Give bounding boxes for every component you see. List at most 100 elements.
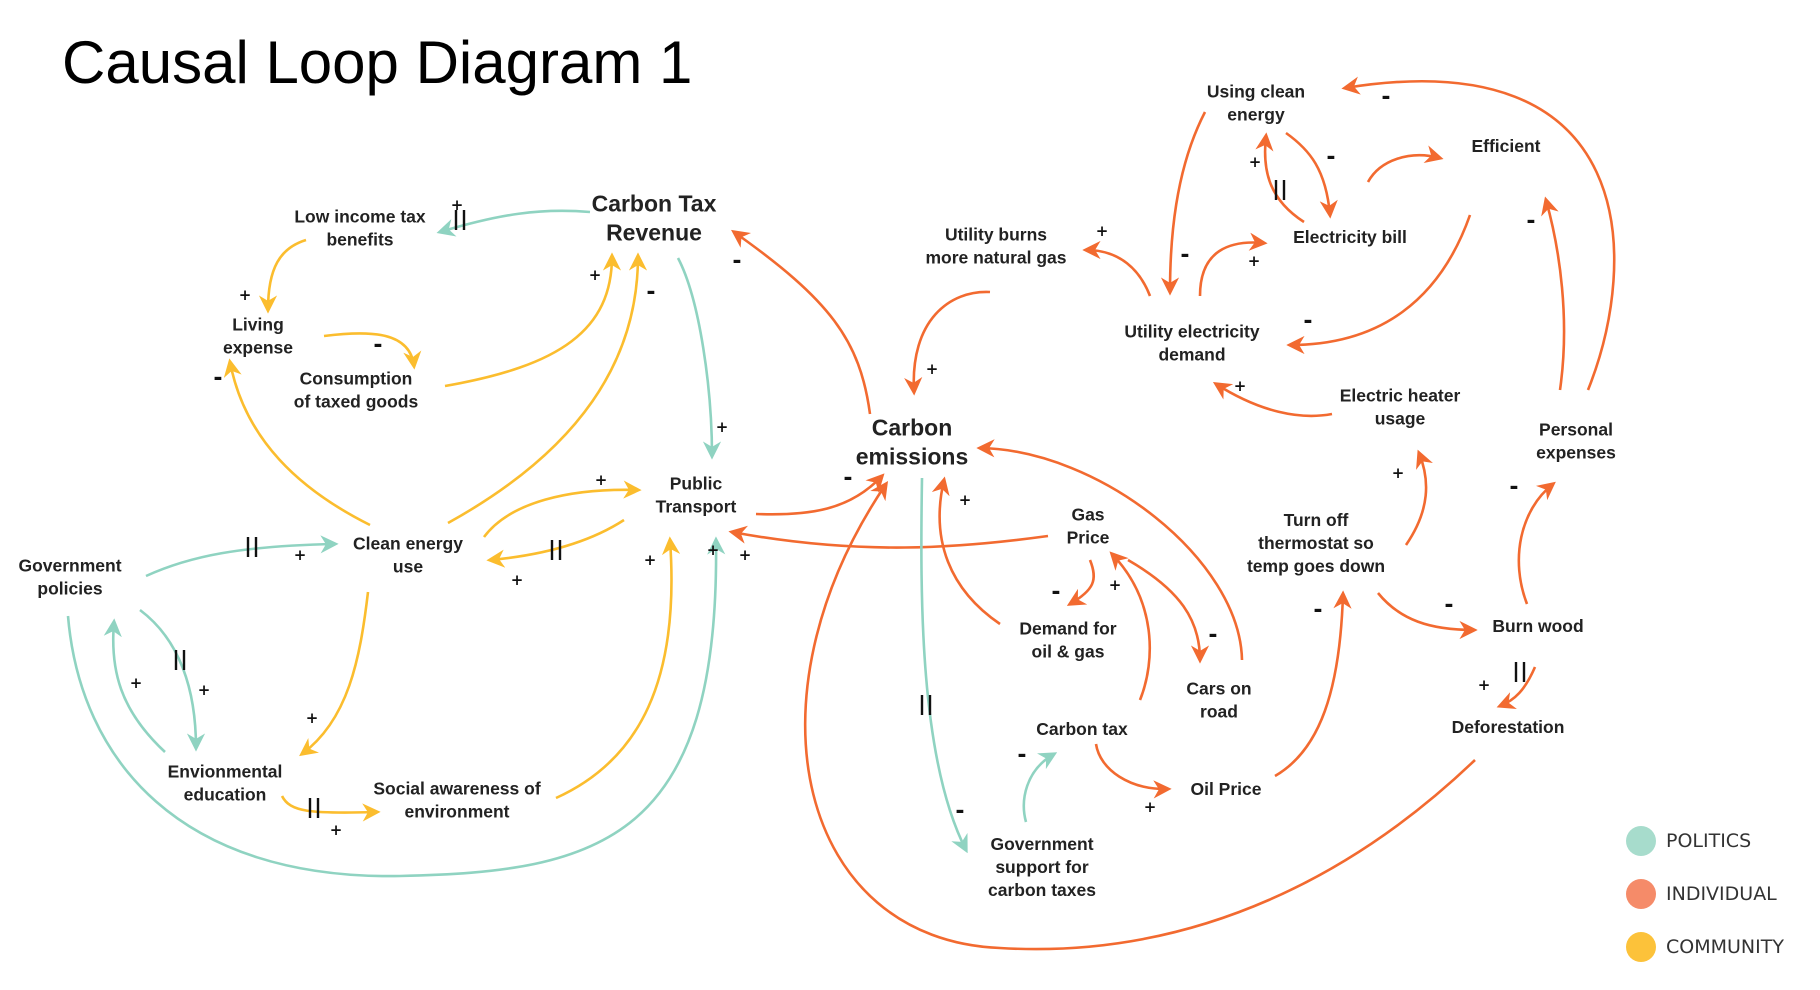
negative-polarity-sign: - [1444, 593, 1453, 618]
positive-polarity-sign: + [1144, 798, 1157, 816]
link-turn_off_thermostat-to-electric_heater [1404, 449, 1433, 546]
community-dot-icon [1626, 932, 1656, 962]
node-label-line: Electric heater [1340, 386, 1461, 406]
node-label-line: Price [1067, 528, 1110, 548]
delay-mark-icon [308, 798, 320, 818]
node-deforestation: Deforestation [1452, 717, 1565, 737]
negative-polarity-sign: - [1017, 743, 1026, 768]
node-label-line: Government [18, 556, 121, 576]
positive-polarity-sign: + [330, 821, 343, 839]
legend-label: INDIVIDUAL [1666, 883, 1777, 905]
link-using_clean-to-electricity_bill [1285, 131, 1338, 219]
link-clean_energy_use-to-living_expense [223, 358, 371, 527]
node-label-line: Living [232, 315, 284, 335]
negative-polarity-sign: - [1509, 475, 1518, 500]
positive-polarity-sign: + [239, 286, 252, 304]
negative-polarity-sign: - [213, 366, 222, 391]
link-personal_expenses-to-efficient [1541, 196, 1566, 391]
delay-mark-icon [246, 537, 258, 557]
node-label-line: Efficient [1471, 136, 1540, 156]
link-carbon_tax-to-oil_price [1094, 743, 1172, 799]
positive-polarity-sign: + [1096, 222, 1109, 240]
link-social_awareness-to-public_transport [555, 536, 681, 800]
node-label-line: policies [37, 579, 102, 599]
legend-label: COMMUNITY [1666, 936, 1784, 958]
node-label-line: road [1200, 702, 1238, 722]
legend-item-individual: INDIVIDUAL [1626, 879, 1784, 909]
link-government_policies-to-environmental_education [139, 608, 206, 752]
link-clean_energy_use-to-public_transport [482, 480, 642, 538]
link-personal_expenses-to-using_clean [1341, 76, 1616, 391]
node-efficient: Efficient [1471, 136, 1540, 156]
node-clean-energy-use: Clean energy use [353, 534, 463, 577]
node-label-line: environment [404, 802, 509, 822]
positive-polarity-sign: + [1478, 676, 1491, 694]
positive-polarity-sign: + [707, 541, 720, 559]
link-burn_wood-to-personal_expenses [1517, 481, 1556, 605]
node-label-line: Cars on [1186, 679, 1251, 699]
delay-mark-icon [174, 650, 186, 670]
node-label-line: Personal [1539, 420, 1613, 440]
link-gas_price-to-public_transport [728, 525, 1049, 549]
node-label-line: Carbon tax [1036, 719, 1128, 739]
page-title: Causal Loop Diagram 1 [62, 29, 693, 96]
node-environmental-education: Envionmental education [168, 762, 283, 805]
link-clean_energy_use-to-carbon_tax_revenue [447, 252, 648, 525]
node-label-line: usage [1375, 409, 1426, 429]
node-label-line: emissions [856, 444, 969, 470]
link-carbon_emissions-to-government_support [920, 477, 968, 854]
node-label-line: Envionmental [168, 762, 283, 782]
link-public_transport-to-carbon_emissions [755, 473, 885, 516]
link-turn_off_thermostat-to-burn_wood [1376, 592, 1478, 640]
node-label-line: benefits [326, 230, 393, 250]
positive-polarity-sign: + [130, 674, 143, 692]
politics-dot-icon [1626, 826, 1656, 856]
negative-polarity-sign: - [955, 799, 964, 824]
negative-polarity-sign: - [1303, 309, 1312, 334]
delay-mark-icon [1274, 180, 1286, 200]
legend-item-community: COMMUNITY [1626, 932, 1784, 962]
positive-polarity-sign: + [644, 551, 657, 569]
node-label-line: Transport [656, 497, 737, 517]
node-label-line: Turn off [1284, 510, 1349, 530]
link-using_clean-to-utility_demand [1160, 111, 1207, 296]
node-label-line: Utility electricity [1124, 322, 1259, 342]
negative-polarity-sign: - [843, 466, 852, 491]
link-low_income-to-living_expense [258, 238, 307, 314]
negative-polarity-sign: - [373, 333, 382, 358]
positive-polarity-sign: + [1392, 464, 1405, 482]
delay-mark-icon [1514, 662, 1526, 682]
link-utility_demand-to-utility_burns [1082, 240, 1152, 297]
link-government_support-to-carbon_tax [1022, 752, 1058, 823]
positive-polarity-sign: + [595, 471, 608, 489]
positive-polarity-sign: + [306, 709, 319, 727]
positive-polarity-sign: + [198, 681, 211, 699]
node-label-line: education [184, 785, 267, 805]
node-label-line: temp goes down [1247, 556, 1385, 576]
individual-dot-icon [1626, 879, 1656, 909]
positive-polarity-sign: + [739, 546, 752, 564]
node-government-policies: Government policies [18, 556, 121, 599]
link-utility_demand-to-electricity_bill [1198, 232, 1268, 297]
node-label-line: Clean energy [353, 534, 463, 554]
positive-polarity-sign: + [926, 360, 939, 378]
link-gas_price-to-demand_oil_gas [1066, 559, 1095, 606]
node-label-line: use [393, 557, 423, 577]
negative-polarity-sign: - [1051, 580, 1060, 605]
negative-polarity-sign: - [1381, 85, 1390, 110]
positive-polarity-sign: + [716, 418, 729, 436]
node-label-line: Burn wood [1492, 616, 1583, 636]
link-gas_price-to-cars_on_road [1127, 558, 1210, 664]
link-electricity_bill-to-efficient [1366, 145, 1444, 183]
link-cars_on_road-to-carbon_emissions [976, 439, 1244, 661]
node-label-line: Oil Price [1190, 779, 1261, 799]
link-utility_burns-to-carbon_emissions [904, 290, 991, 396]
